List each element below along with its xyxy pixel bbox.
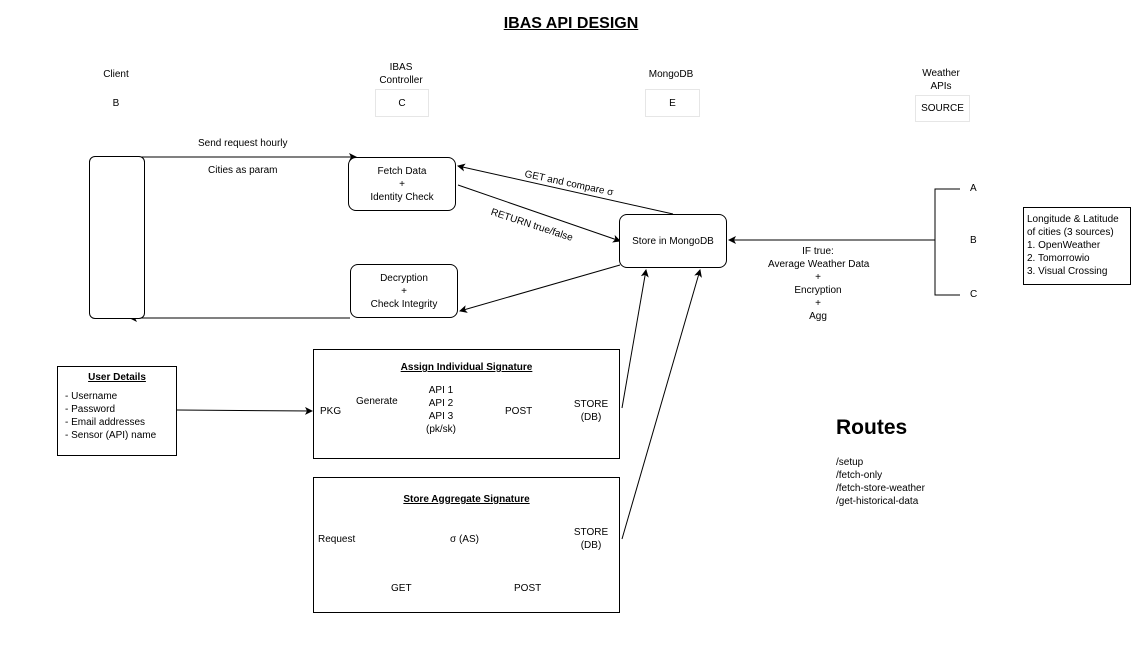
edge-return [457, 184, 621, 243]
if-true-label: IF true: Average Weather Data + Encrypti… [768, 245, 870, 323]
sources-info-line-2: of cities (3 sources) [1027, 227, 1114, 238]
if-true-line-1: IF true: [802, 246, 834, 257]
edge-assign-to-mongo [621, 269, 649, 409]
lane-mongodb-id: E [645, 89, 700, 117]
decrypt-line-3: Check Integrity [370, 298, 438, 310]
routes-list: /setup /fetch-only /fetch-store-weather … [836, 456, 925, 508]
sources-info-line-1: Longitude & Latitude [1027, 214, 1119, 225]
route-item: /fetch-only [836, 470, 883, 481]
assign-api-2: API 2 [428, 398, 454, 409]
aggregate-request: Request [318, 534, 356, 545]
assign-signature-frame: Assign Individual Signature [313, 349, 620, 459]
lane-weather-name-2: APIs [930, 81, 952, 92]
assign-generate: Generate [356, 396, 398, 407]
user-details-item: - Sensor (API) name [65, 430, 157, 441]
fetch-line-2: + [399, 178, 405, 190]
if-true-line-3: + [815, 272, 821, 283]
lane-mongodb-name: MongoDB [648, 69, 694, 80]
edge-get-compare [457, 163, 674, 215]
user-details-item: - Username [65, 391, 118, 402]
if-true-line-2: Average Weather Data [768, 259, 870, 270]
aggregate-get: GET [391, 583, 412, 594]
routes-title: Routes [836, 416, 908, 439]
edge-user-to-pkg [176, 406, 313, 415]
lane-client-name: Client [103, 69, 129, 80]
client-lifeline [89, 156, 145, 319]
lane-weather-id: SOURCE [915, 95, 970, 122]
sources-info-line-5: 3. Visual Crossing [1027, 266, 1108, 277]
if-true-line-6: Agg [809, 311, 827, 322]
decrypt-line-1: Decryption [380, 272, 428, 284]
user-details-item: - Password [65, 404, 116, 415]
lane-controller-name-1: IBAS [389, 62, 413, 73]
aggregate-sigma: σ (AS) [450, 534, 479, 545]
lane-client-id: B [112, 98, 120, 109]
if-true-line-5: + [815, 298, 821, 309]
lane-weather-name-1: Weather [922, 68, 960, 79]
decryption-node: Decryption + Check Integrity [350, 264, 458, 318]
assign-store: STORE (DB) [566, 398, 616, 424]
assign-apis: API 1 API 2 API 3 (pk/sk) [416, 384, 466, 436]
aggregate-signature-title: Store Aggregate Signature [403, 494, 530, 505]
route-item: /setup [836, 457, 864, 468]
aggregate-store: STORE (DB) [566, 526, 616, 552]
edge-label-cities-param: Cities as param [208, 165, 278, 176]
assign-api-3: API 3 [428, 411, 454, 422]
assign-post: POST [505, 406, 533, 417]
sources-bracket [934, 188, 960, 296]
assign-api-1: API 1 [428, 385, 454, 396]
sources-info-box: Longitude & Latitude of cities (3 source… [1023, 207, 1131, 285]
sources-info-line-3: 1. OpenWeather [1027, 240, 1101, 251]
aggregate-store-line-2: (DB) [580, 540, 602, 551]
decrypt-line-2: + [401, 285, 407, 297]
lane-controller-id: C [375, 89, 429, 117]
aggregate-store-line-1: STORE [573, 527, 609, 538]
assign-pkg: PKG [320, 406, 342, 417]
fetch-line-1: Fetch Data [377, 165, 427, 177]
assign-signature-title: Assign Individual Signature [400, 362, 533, 373]
edge-store-to-decrypt [459, 264, 621, 313]
fetch-data-node: Fetch Data + Identity Check [348, 157, 456, 211]
assign-store-line-2: (DB) [580, 412, 602, 423]
source-label-c: C [970, 289, 978, 300]
if-true-line-4: Encryption [794, 285, 842, 296]
user-details-title: User Details [88, 372, 146, 383]
lane-controller-name-2: Controller [379, 75, 423, 86]
source-label-b: B [970, 235, 977, 246]
source-label-a: A [970, 183, 977, 194]
store-mongodb-node: Store in MongoDB [619, 214, 727, 268]
user-details-item: - Email addresses [65, 417, 146, 428]
edge-aggregate-to-mongo [621, 269, 702, 540]
assign-store-line-1: STORE [573, 399, 609, 410]
route-item: /get-historical-data [836, 496, 919, 507]
assign-api-keys: (pk/sk) [426, 424, 456, 435]
route-item: /fetch-store-weather [836, 483, 925, 494]
store-mongodb-label: Store in MongoDB [632, 235, 714, 247]
user-details-box: User Details - Username - Password - Ema… [57, 366, 177, 456]
fetch-line-3: Identity Check [370, 191, 434, 203]
edge-label-send-request: Send request hourly [198, 138, 288, 149]
diagram-title: IBAS API DESIGN [503, 15, 639, 32]
sources-info-line-4: 2. Tomorrowio [1027, 253, 1090, 264]
aggregate-signature-frame: Store Aggregate Signature [313, 477, 620, 613]
aggregate-post: POST [514, 583, 542, 594]
